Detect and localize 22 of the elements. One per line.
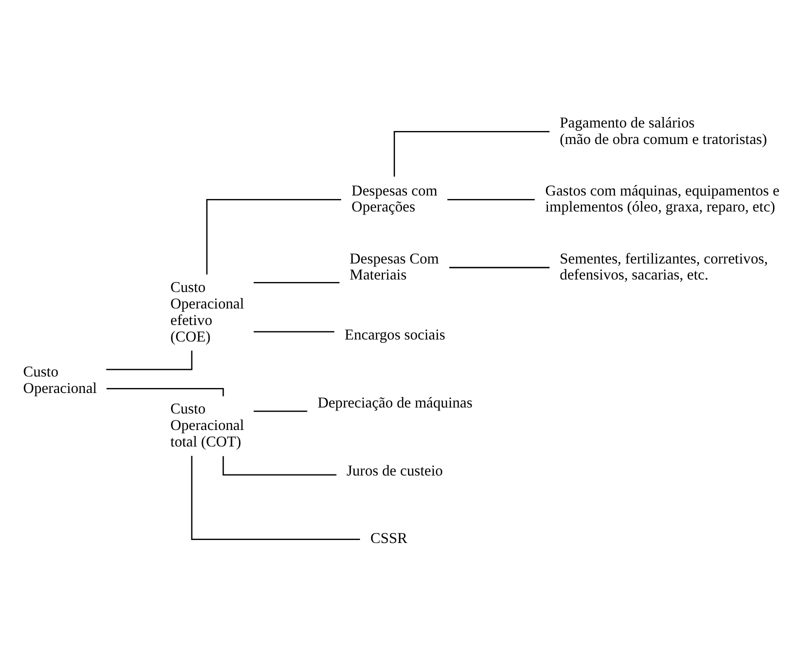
node-text: Despesas com Operações [352,182,438,216]
node-text: Encargos sociais [344,326,446,343]
connector [254,330,334,332]
node-text: Despesas Com Materiais [350,250,439,284]
connector [206,198,342,274]
node-text: Custo Operacional efetivo (COE) [170,280,244,345]
connector [254,410,308,412]
node-text: Custo Operacional total (COT) [170,401,244,450]
node-text: Pagamento de salários (mão de obra comum e tratoristas) [560,114,768,148]
connector [191,455,360,540]
node-text: Gastos com máquinas, equipamentos e implementos (óleo, graxa, reparo, etc) [545,182,780,216]
connector [222,456,336,475]
connector [449,266,550,268]
node-text: Depreciação de máquinas [318,394,472,411]
connector [394,130,550,176]
node-text: Custo Operacional [23,364,97,396]
node-text: CSSR [370,530,408,547]
node-text: Juros de custeio [346,462,443,479]
connector [106,350,192,370]
connector [447,198,535,200]
connector [254,282,340,283]
node-text: Sementes, fertilizantes, corretivos, defensivos, sacarias, etc. [560,250,768,284]
